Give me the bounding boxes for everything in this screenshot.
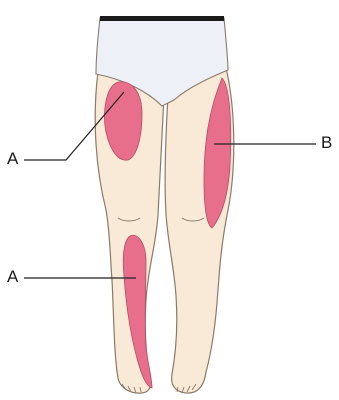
label-a-lower: A: [7, 268, 18, 285]
label-b: B: [321, 134, 332, 151]
label-a-upper: A: [7, 150, 18, 167]
waistband: [100, 16, 224, 21]
